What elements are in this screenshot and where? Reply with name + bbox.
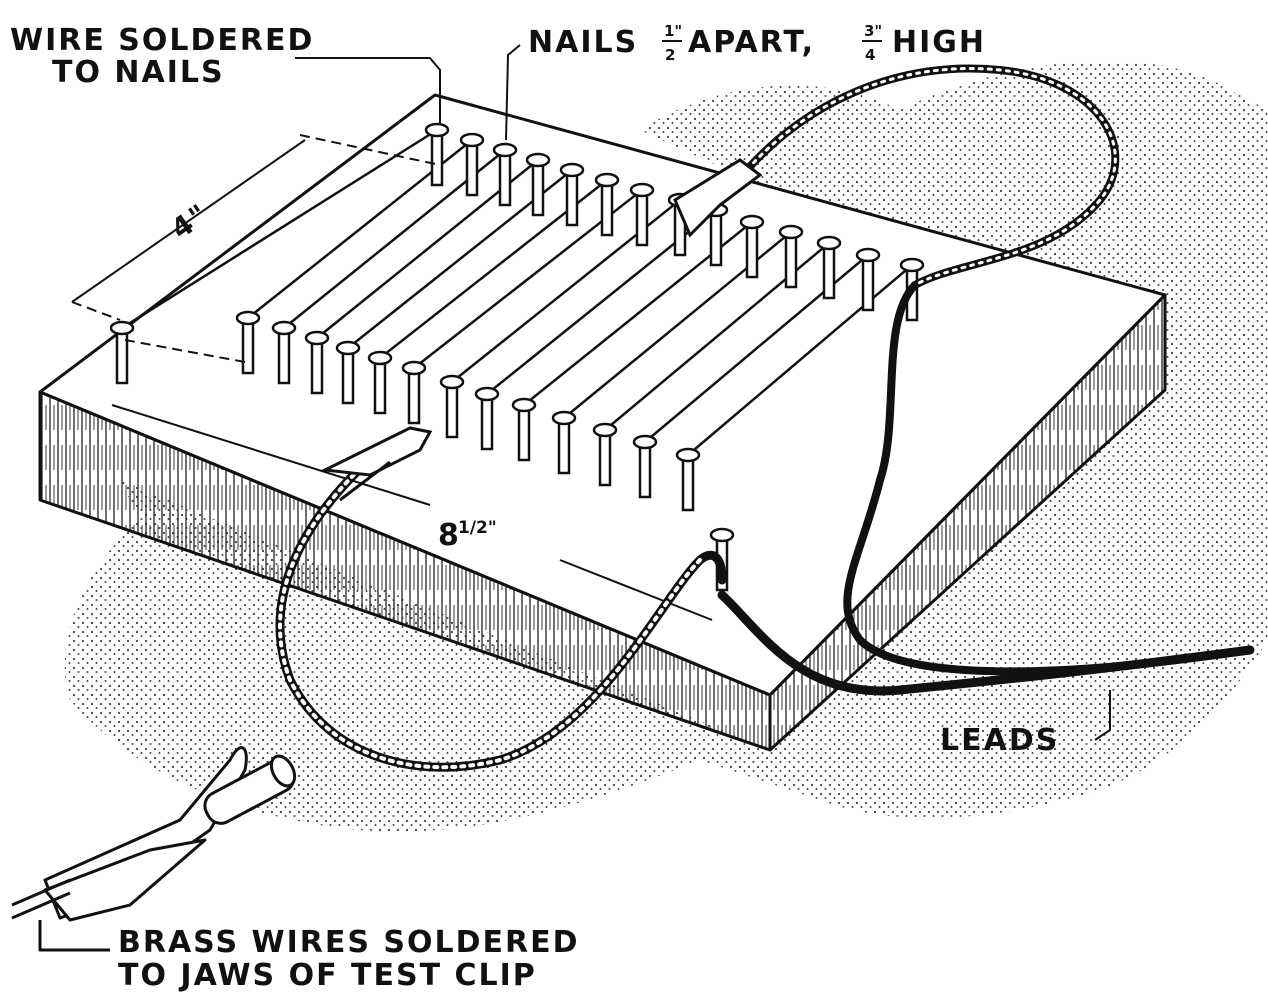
- nail-head: [304, 330, 330, 346]
- label-leads: LEADS: [940, 723, 1059, 758]
- nail-head: [511, 397, 537, 413]
- nail-head: [855, 247, 881, 263]
- nail-head: [109, 320, 135, 336]
- label-leaders: [295, 44, 1111, 741]
- nail-shank: [480, 392, 494, 451]
- nail-head: [899, 257, 925, 273]
- label-nails-frac2-den: 4: [865, 46, 875, 64]
- soldered-wire: [687, 264, 913, 456]
- nail-shank: [861, 253, 875, 312]
- nail-head: [459, 132, 485, 148]
- stipple-shadow: [64, 61, 1268, 832]
- nail-head: [632, 434, 658, 450]
- board-right-face: [768, 293, 1167, 752]
- brass-wire-test-clip: [11, 746, 297, 952]
- nail-head: [474, 386, 500, 402]
- nail-shank: [465, 138, 479, 197]
- nail-shank: [373, 356, 387, 415]
- nail-head: [335, 340, 361, 356]
- nail-head: [816, 235, 842, 251]
- label-wire-soldered-line1: WIRE SOLDERED: [10, 23, 314, 58]
- nail-shank: [565, 168, 579, 227]
- nail-head: [271, 320, 297, 336]
- nail-shank: [638, 440, 652, 499]
- nail-head: [439, 374, 465, 390]
- nail-head: [739, 214, 765, 230]
- nail-shank: [745, 220, 759, 279]
- dimension-8half-whole: 8: [438, 518, 461, 553]
- nail-shank: [445, 380, 459, 439]
- dimension-4in-label: 4": [165, 197, 215, 246]
- label-nails-frac1-num: 1": [664, 22, 682, 40]
- nail-shank: [681, 453, 695, 512]
- dimension-8half-frac: 1/2": [458, 518, 497, 538]
- label-nails-mid: APART,: [688, 25, 815, 60]
- nail-grid: [109, 122, 925, 592]
- nail-shank: [310, 336, 324, 395]
- soldered-wire: [121, 128, 438, 330]
- dimension-4in: [71, 134, 441, 363]
- nail-head: [594, 172, 620, 188]
- nail-shank: [407, 366, 421, 425]
- wooden-board: [38, 93, 1167, 752]
- nail-shank: [600, 178, 614, 237]
- nail-shank: [498, 148, 512, 207]
- nail-shank: [598, 428, 612, 487]
- nail-head: [559, 162, 585, 178]
- nail-head: [525, 152, 551, 168]
- label-nails-frac1-den: 2: [665, 46, 675, 64]
- nail-shank: [430, 128, 444, 187]
- label-nails-prefix: NAILS: [528, 25, 638, 60]
- leads: [275, 64, 1255, 772]
- nail-head: [675, 447, 701, 463]
- nail-shank: [635, 188, 649, 247]
- nail-head: [709, 527, 735, 543]
- label-wire-soldered-line2: TO NAILS: [52, 55, 225, 90]
- nail-shank: [115, 326, 129, 385]
- nail-head: [492, 142, 518, 158]
- nail-shank: [517, 403, 531, 462]
- label-brass-line1: BRASS WIRES SOLDERED: [118, 925, 580, 960]
- nail-shank: [531, 158, 545, 217]
- nail-shank: [557, 416, 571, 475]
- dimension-8half-in: [111, 404, 713, 621]
- test-clip-on-board-front: [319, 426, 433, 502]
- nail-shank: [784, 230, 798, 289]
- label-nails-suffix: HIGH: [892, 25, 986, 60]
- nail-shank: [709, 208, 723, 267]
- nail-head: [551, 410, 577, 426]
- label-nails-frac2-num: 3": [864, 22, 882, 40]
- nail-head: [592, 422, 618, 438]
- nail-head: [424, 122, 450, 138]
- nail-head: [778, 224, 804, 240]
- nail-shank: [822, 241, 836, 300]
- nail-head: [401, 360, 427, 376]
- nail-shank: [341, 346, 355, 405]
- label-brass-line2: TO JAWS OF TEST CLIP: [118, 958, 537, 993]
- nail-shank: [241, 316, 255, 375]
- nail-head: [367, 350, 393, 366]
- test-clip-on-board-back: [673, 158, 763, 238]
- nail-shank: [277, 326, 291, 385]
- nail-head: [629, 182, 655, 198]
- nail-head: [235, 310, 261, 326]
